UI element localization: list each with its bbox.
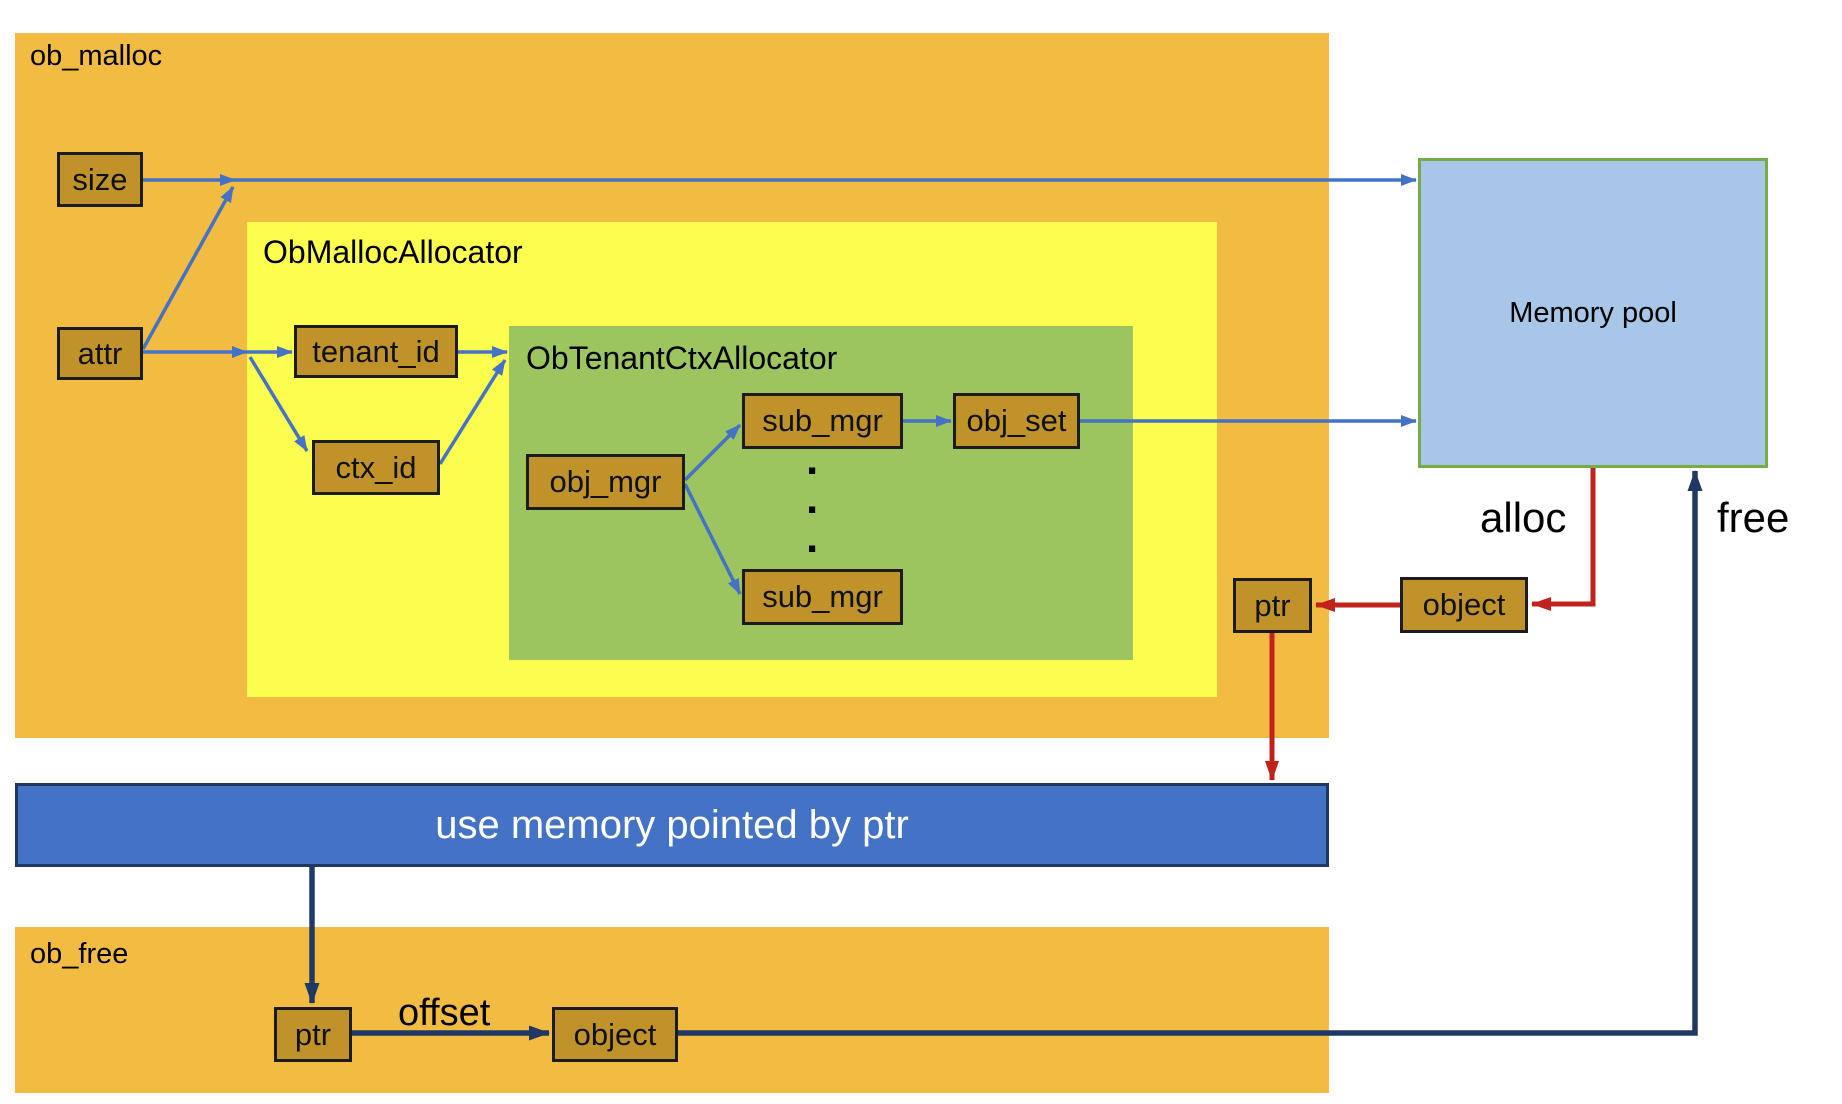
sub-mgr-top-box-label: sub_mgr [762,403,883,438]
ctx-id-box: ctx_id [312,440,440,495]
object-alloc-box: object [1400,577,1528,633]
object-alloc-box-label: object [1422,587,1506,622]
attr-box: attr [57,327,143,380]
use-memory-banner-label: use memory pointed by ptr [435,802,909,847]
ptr-alloc-box: ptr [1233,578,1312,633]
free-label: free [1717,494,1790,541]
ctx-id-box-label: ctx_id [335,449,417,485]
ob-malloc-allocator-label: ObMallocAllocator [263,234,523,270]
ob-malloc-label: ob_malloc [30,40,163,72]
ptr-free-box-label: ptr [294,1016,332,1052]
sub-mgr-bottom-box-label: sub_mgr [762,579,883,614]
offset-label: offset [398,992,491,1034]
object-free-box: object [552,1007,678,1062]
sub-mgr-ellipsis: . . . [806,435,819,562]
memory-pool-label: Memory pool [1509,296,1677,329]
obj-set-box: obj_set [953,393,1080,449]
ptr-free-box: ptr [274,1007,352,1062]
sub-mgr-top-box: sub_mgr [742,393,903,449]
memory-pool-box: Memory pool [1418,158,1768,468]
obj-mgr-box-label: obj_mgr [549,464,662,499]
size-box-label: size [72,161,128,197]
attr-box-label: attr [77,335,123,371]
object-free-box-label: object [573,1016,657,1052]
ob-free-label: ob_free [30,938,129,970]
sub-mgr-bottom-box: sub_mgr [742,569,903,625]
use-memory-banner: use memory pointed by ptr [15,783,1329,867]
size-box: size [57,152,143,207]
obj-set-box-label: obj_set [966,403,1067,438]
ptr-alloc-box-label: ptr [1254,587,1291,623]
alloc-label: alloc [1480,494,1567,541]
ob-tenant-ctx-allocator-label: ObTenantCtxAllocator [526,340,838,376]
obj-mgr-box: obj_mgr [526,454,685,510]
tenant-id-box: tenant_id [294,325,458,378]
tenant-id-box-label: tenant_id [312,333,440,369]
